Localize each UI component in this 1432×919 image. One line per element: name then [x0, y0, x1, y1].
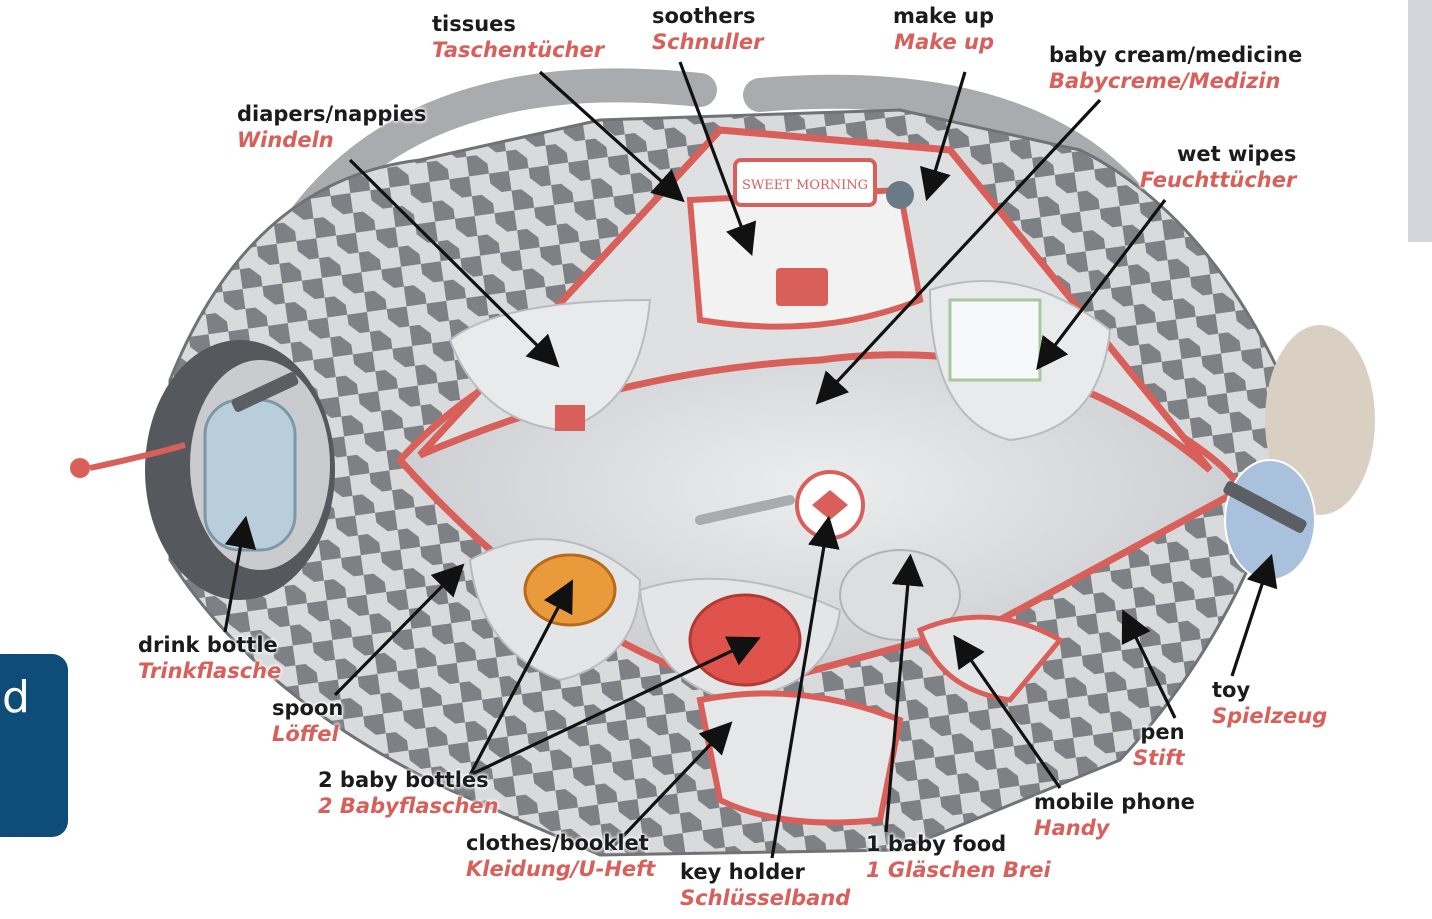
- label-wipes-de: Feuchttücher: [1140, 170, 1296, 191]
- label-pen: pen Stift: [1133, 722, 1185, 769]
- label-phone-en: mobile phone: [1034, 792, 1195, 813]
- label-makeup: make up Make up: [893, 6, 994, 53]
- label-drink: drink bottle Trinkflasche: [138, 635, 281, 682]
- label-key-en: key holder: [680, 862, 850, 883]
- label-food-en: 1 baby food: [866, 834, 1051, 855]
- label-cream-en: baby cream/medicine: [1049, 45, 1302, 66]
- label-spoon: spoon Löffel: [272, 698, 343, 745]
- makeup-item: [886, 181, 914, 209]
- wipes-pack: [950, 300, 1040, 380]
- label-pen-de: Stift: [1133, 748, 1185, 769]
- baby-bottle: [690, 595, 800, 685]
- label-bottles-en: 2 baby bottles: [318, 770, 499, 791]
- label-soothers-de: Schnuller: [652, 32, 763, 53]
- pocket-badge: [776, 268, 828, 306]
- front-pocket-lower: [700, 693, 900, 822]
- label-toy: toy Spielzeug: [1212, 680, 1327, 727]
- label-spoon-de: Löffel: [272, 724, 343, 745]
- label-tissues-en: tissues: [432, 14, 604, 35]
- brand-tag-text: SWEET MORNING: [742, 178, 868, 193]
- label-diapers-en: diapers/nappies: [237, 104, 426, 125]
- label-pen-en: pen: [1133, 722, 1185, 743]
- label-diapers-de: Windeln: [237, 130, 426, 151]
- label-key: key holder Schlüsselband: [680, 862, 850, 909]
- label-phone: mobile phone Handy: [1034, 792, 1195, 839]
- label-cream-de: Babycreme/Medizin: [1049, 71, 1302, 92]
- label-wipes: wet wipes Feuchttücher: [1140, 144, 1296, 191]
- cord-toggle: [70, 458, 90, 478]
- label-phone-de: Handy: [1034, 818, 1195, 839]
- label-makeup-de: Make up: [893, 32, 994, 53]
- label-bottles-de: 2 Babyflaschen: [318, 796, 499, 817]
- label-toy-de: Spielzeug: [1212, 706, 1327, 727]
- label-wipes-en: wet wipes: [1140, 144, 1296, 165]
- label-toy-en: toy: [1212, 680, 1327, 701]
- diaper-badge: [555, 405, 585, 431]
- front-pocket: [690, 190, 920, 327]
- label-drink-en: drink bottle: [138, 635, 281, 656]
- label-makeup-en: make up: [893, 6, 994, 27]
- drink-bottle-shape: [205, 400, 295, 550]
- label-tissues-de: Taschentücher: [432, 40, 604, 61]
- label-soothers-en: soothers: [652, 6, 763, 27]
- label-bottles: 2 baby bottles 2 Babyflaschen: [318, 770, 499, 817]
- label-drink-de: Trinkflasche: [138, 661, 281, 682]
- label-tissues: tissues Taschentücher: [432, 14, 604, 61]
- label-clothes: clothes/booklet Kleidung/U-Heft: [466, 833, 655, 880]
- label-clothes-de: Kleidung/U-Heft: [466, 859, 655, 880]
- label-soothers: soothers Schnuller: [652, 6, 763, 53]
- label-key-de: Schlüsselband: [680, 888, 850, 909]
- label-clothes-en: clothes/booklet: [466, 833, 655, 854]
- label-spoon-en: spoon: [272, 698, 343, 719]
- label-diapers: diapers/nappies Windeln: [237, 104, 426, 151]
- label-food-de: 1 Gläschen Brei: [866, 860, 1051, 881]
- spoon-container: [525, 555, 615, 625]
- label-cream: baby cream/medicine Babycreme/Medizin: [1049, 45, 1302, 92]
- label-food: 1 baby food 1 Gläschen Brei: [866, 834, 1051, 881]
